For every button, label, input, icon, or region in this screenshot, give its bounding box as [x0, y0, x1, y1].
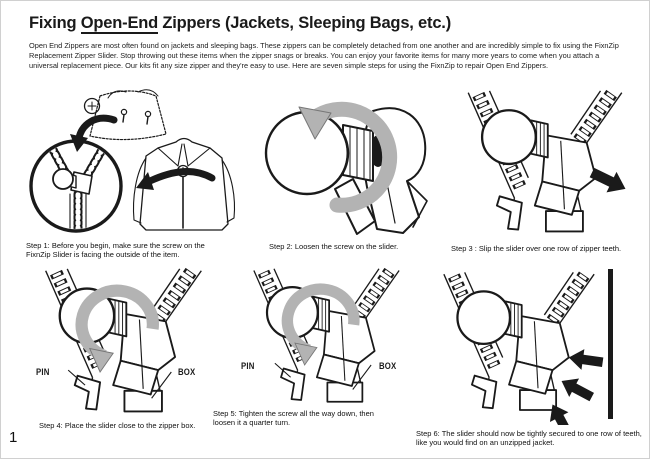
step2-caption: Step 2: Loosen the screw on the slider.	[269, 242, 399, 251]
box-label: BOX	[178, 367, 196, 378]
zipper-slider-illustration	[451, 89, 631, 237]
step4-figure: PIN BOX	[26, 267, 221, 417]
direction-arrow	[567, 347, 605, 373]
page-title: Fixing Open-End Zippers (Jackets, Sleepi…	[29, 14, 451, 34]
step6-figure	[433, 261, 605, 425]
step4-caption: Step 4: Place the slider close to the zi…	[39, 421, 196, 430]
step1-figure	[26, 86, 241, 238]
zipper-slider-illustration	[229, 267, 424, 407]
step6-caption: Step 6: The slider should now be tightly…	[416, 429, 642, 448]
zipper-with-slider	[468, 91, 622, 232]
bag-illustration	[83, 89, 167, 141]
page-title-prefix: Fixing	[29, 14, 81, 32]
pointer-arrow-from-jacket	[136, 168, 216, 190]
zipper-slider-illustration	[433, 261, 605, 425]
label-leader-lines	[67, 369, 172, 399]
step5-caption: Step 5: Tighten the screw all the way do…	[213, 409, 374, 428]
pin-label: PIN	[241, 361, 255, 372]
zipper-closeup	[47, 143, 107, 229]
zipper-slider-illustration	[26, 267, 221, 417]
page-title-underlined: Open-End	[80, 14, 159, 34]
step1-caption: Step 1: Before you begin, make sure the …	[26, 241, 205, 260]
divider-bar	[608, 269, 613, 419]
box-label: BOX	[379, 361, 397, 372]
slider-closeup-illustration	[264, 101, 428, 235]
step2-figure	[257, 87, 435, 239]
step3-figure	[451, 89, 639, 237]
pin-label: PIN	[36, 367, 50, 378]
jacket-and-bag-illustration	[29, 89, 236, 233]
step5-figure: PIN BOX	[229, 267, 424, 407]
page-title-suffix: Zippers (Jackets, Sleeping Bags, etc.)	[158, 14, 451, 32]
rotate-arrow	[281, 283, 360, 366]
magnifier-circle	[29, 139, 123, 233]
page-number: 1	[9, 429, 18, 446]
step3-caption: Step 3 : Slip the slider over one row of…	[451, 244, 622, 253]
label-leader-lines	[274, 362, 372, 390]
rotate-arrow	[298, 101, 398, 213]
pointer-arrow-from-bag	[70, 114, 118, 152]
intro-paragraph: Open End Zippers are most often found on…	[29, 41, 619, 70]
rotate-arrow	[75, 284, 159, 373]
direction-arrow	[556, 371, 597, 407]
